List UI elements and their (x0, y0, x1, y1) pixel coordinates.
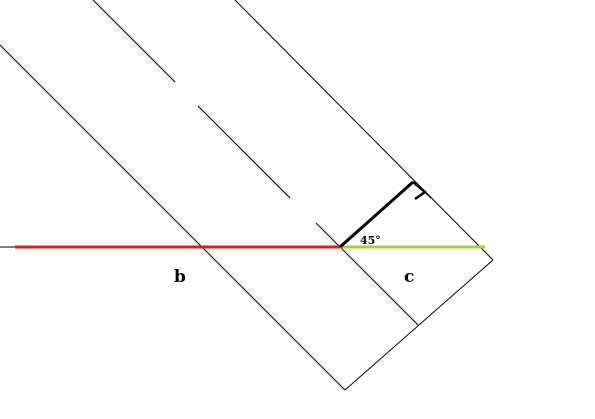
segment-b-label: b (174, 267, 186, 287)
lower-inner-segment (339, 246, 419, 326)
segment-c-label: c (404, 267, 414, 287)
left-diagonal-edge (0, 44, 346, 391)
middle-dashed-segment-3 (315, 222, 341, 248)
middle-dashed-segment-1 (92, 0, 176, 83)
right-diagonal-edge (234, 0, 494, 261)
bottom-right-edge (344, 259, 494, 391)
angle-label: 45° (360, 234, 381, 247)
right-angle-marker (412, 181, 428, 201)
perpendicular-segment (339, 180, 414, 249)
middle-dashed-segment-2 (197, 105, 291, 199)
